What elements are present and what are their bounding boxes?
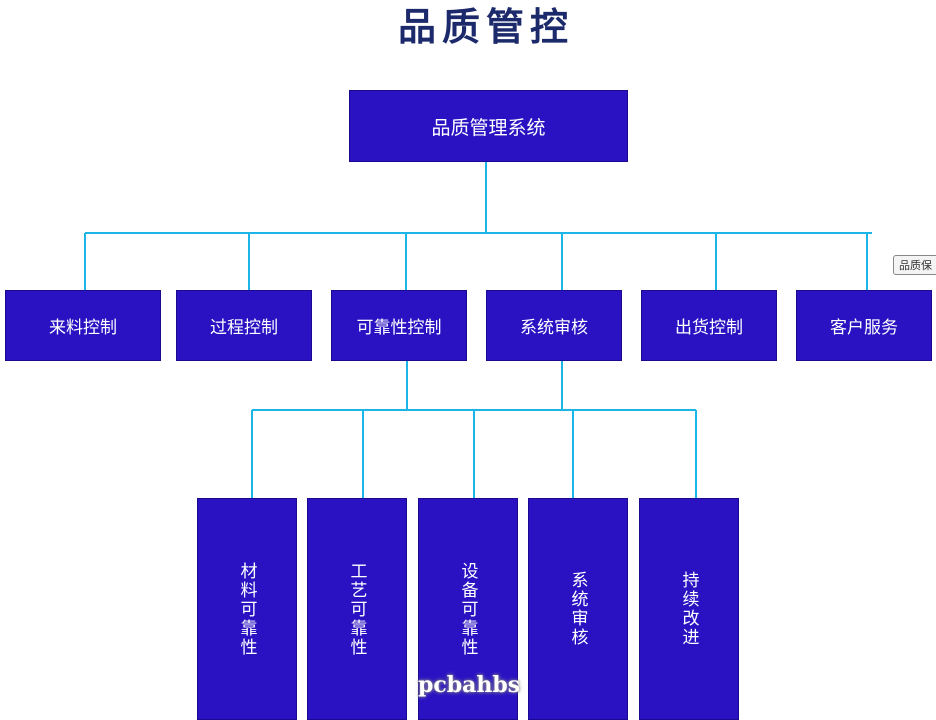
node-continuous-improvement: 持续改进: [639, 498, 739, 720]
node-process-reliability: 工艺可靠性: [307, 498, 407, 720]
side-tag[interactable]: 品质保: [893, 255, 936, 275]
node-process-control: 过程控制: [176, 290, 312, 361]
node-material-reliability: 材料可靠性: [197, 498, 297, 720]
node-shipping-control: 出货控制: [641, 290, 777, 361]
node-incoming-control: 来料控制: [5, 290, 161, 361]
node-customer-service: 客户服务: [796, 290, 932, 361]
node-reliability-control: 可靠性控制: [331, 290, 467, 361]
node-system-audit-sub: 系统审核: [528, 498, 628, 720]
page-title: 品质管控: [397, 5, 574, 49]
node-system-audit: 系统审核: [486, 290, 622, 361]
watermark: pcbahbs: [418, 672, 521, 698]
root-node: 品质管理系统: [349, 90, 628, 162]
